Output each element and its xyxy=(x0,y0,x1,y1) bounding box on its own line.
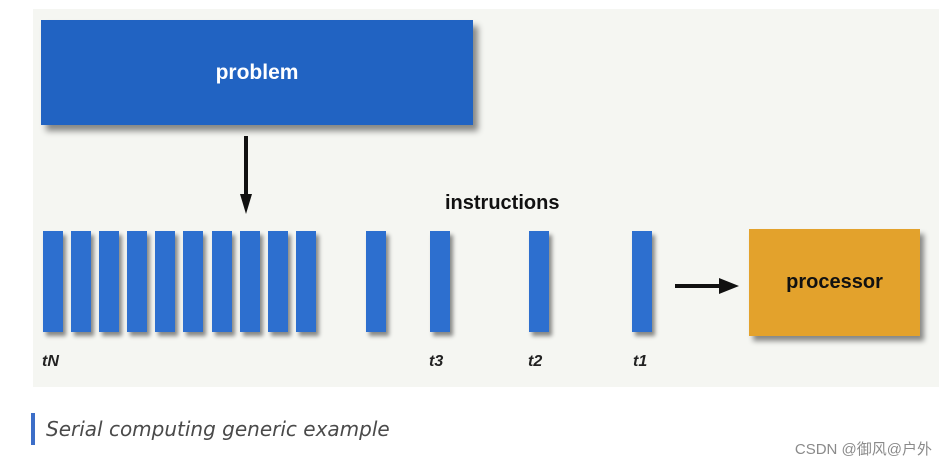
instruction-bar xyxy=(366,231,386,332)
figure-caption: Serial computing generic example xyxy=(46,417,390,441)
problem-label: problem xyxy=(215,60,299,84)
time-label-tn: tN xyxy=(42,353,59,370)
instruction-bar xyxy=(99,231,119,332)
instruction-bar xyxy=(529,231,549,332)
instruction-bar xyxy=(43,231,63,332)
watermark: CSDN @御风@户外 xyxy=(794,441,932,458)
instruction-bar xyxy=(430,231,450,332)
instruction-bar xyxy=(240,231,260,332)
arrow-down-icon xyxy=(240,136,252,214)
instruction-bar xyxy=(155,231,175,332)
time-label-t1: t1 xyxy=(633,353,648,370)
instruction-bar xyxy=(212,231,232,332)
time-label-t2: t2 xyxy=(528,353,543,370)
processor-box: processor xyxy=(749,229,920,336)
instructions-label: instructions xyxy=(445,192,560,214)
problem-box: problem xyxy=(41,20,473,125)
instruction-bar xyxy=(268,231,288,332)
instruction-bar xyxy=(632,231,652,332)
instruction-bar xyxy=(296,231,316,332)
instruction-bar xyxy=(71,231,91,332)
instruction-bar xyxy=(183,231,203,332)
processor-label: processor xyxy=(786,271,883,293)
caption-accent-bar xyxy=(31,413,35,445)
instruction-bar xyxy=(127,231,147,332)
arrow-right-icon xyxy=(675,278,739,294)
time-label-t3: t3 xyxy=(429,353,444,370)
